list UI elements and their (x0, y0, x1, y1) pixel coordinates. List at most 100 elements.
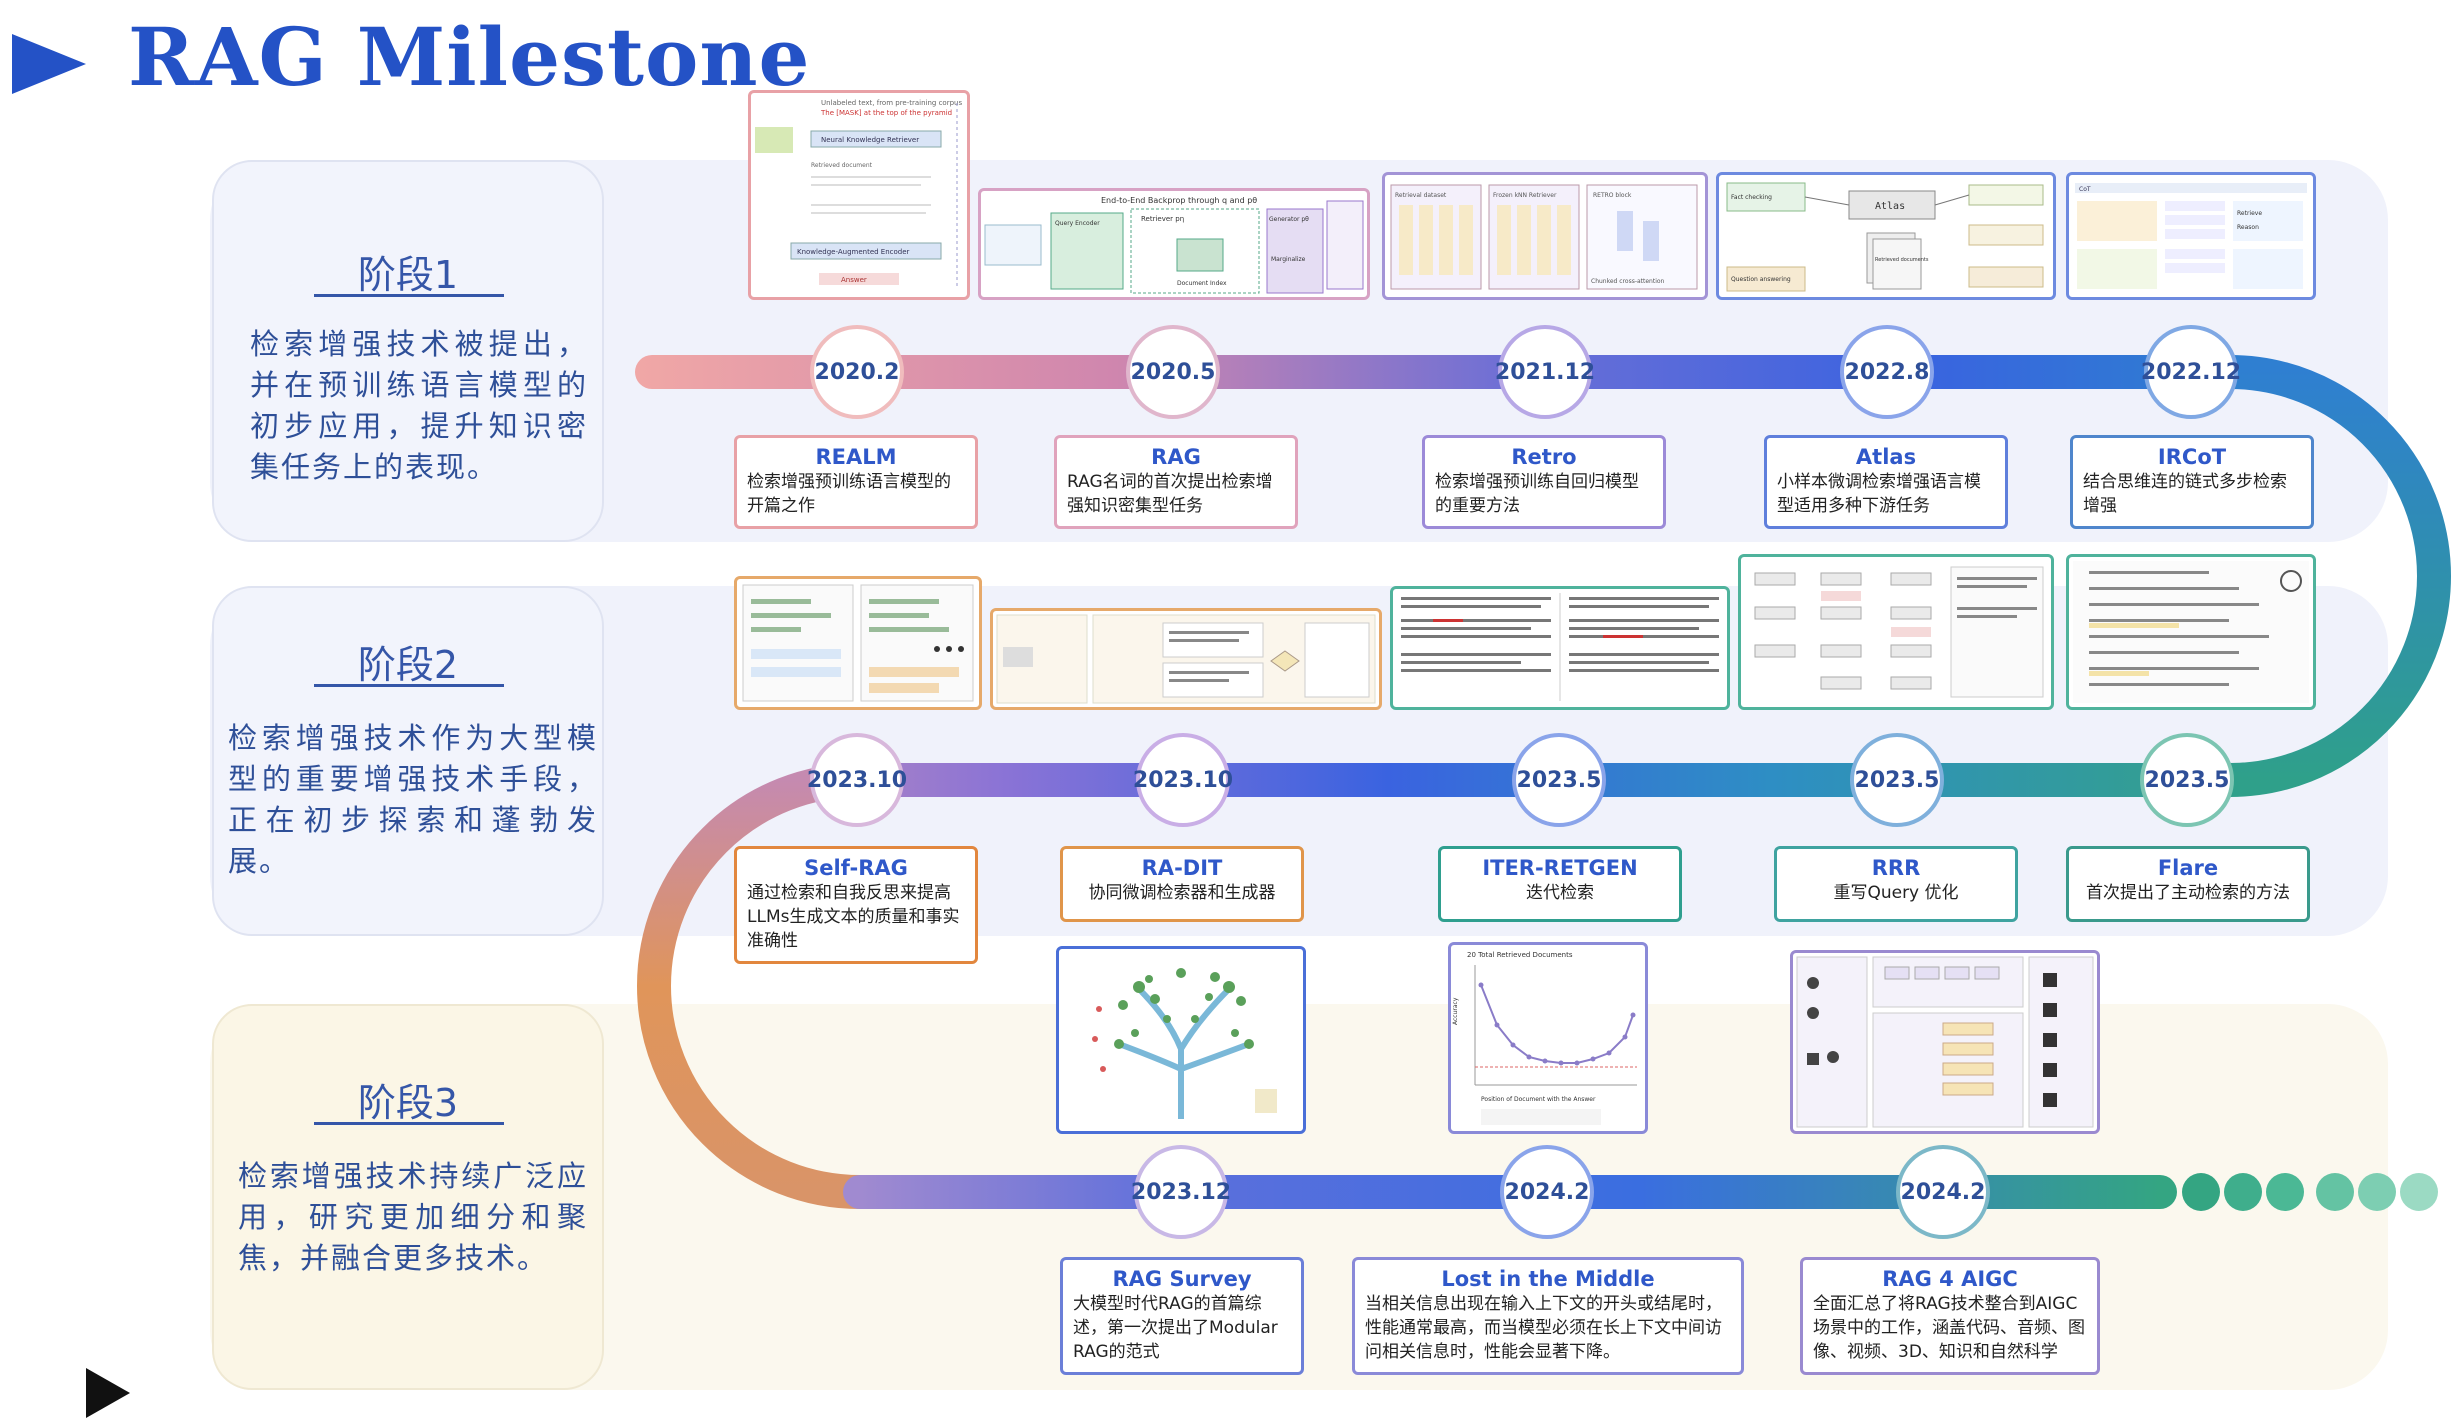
radit-figure (990, 608, 1382, 710)
atlas-fig-text: Retrieved documents (1875, 257, 1929, 263)
stage1-underline (314, 294, 504, 297)
milestone-name: RAG Survey (1112, 1267, 1252, 1291)
date-circle-retro: 2021.12 (1495, 325, 1595, 419)
stage3-underline (314, 1122, 504, 1125)
realm-figure: Unlabeled text, from pre-training corpus… (748, 90, 970, 300)
milestone-desc: 首次提出了主动检索的方法 (2086, 883, 2290, 903)
milestone-name: Atlas (1855, 445, 1917, 469)
atlas-fig-text: Atlas (1875, 201, 1905, 212)
lost-fig-text: 20 Total Retrieved Documents (1467, 951, 1573, 959)
date-circle-rag-survey: 2023.12 (1131, 1145, 1231, 1239)
milestone-label-ircot: IRCoT 结合思维连的链式多步检索增强 (2070, 435, 2314, 529)
iter-retgen-figure (1390, 586, 1730, 710)
milestone-name: IRCoT (2157, 445, 2227, 469)
date-circle-radit: 2023.10 (1133, 733, 1233, 827)
milestone-name: RA-DIT (1141, 856, 1223, 880)
selfrag-figure (734, 576, 982, 710)
milestone-desc: 大模型时代RAG的首篇综述，第一次提出了Modular RAG的范式 (1073, 1294, 1278, 1362)
milestone-label-flare: Flare 首次提出了主动检索的方法 (2066, 846, 2310, 922)
rag-fig-text: Retriever pη (1141, 215, 1184, 223)
flare-figure (2066, 554, 2316, 710)
milestone-name: Retro (1511, 445, 1577, 469)
atlas-figure: Fact checking Question answering Atlas R… (1716, 172, 2056, 300)
milestone-label-retro: Retro 检索增强预训练自回归模型的重要方法 (1422, 435, 1666, 529)
rag4aigc-figure (1790, 950, 2100, 1134)
rag-fig-text: Document Index (1177, 280, 1227, 287)
rag-fig-text: Generator pθ (1269, 216, 1309, 223)
milestone-desc: 检索增强预训练语言模型的开篇之作 (747, 472, 951, 516)
ircot-figure: CoT Retrieve Reason (2066, 172, 2316, 300)
milestone-desc: 协同微调检索器和生成器 (1088, 883, 1276, 903)
date-circle-atlas: 2022.8 (1840, 325, 1934, 419)
continuation-dot (2400, 1173, 2438, 1211)
milestone-desc: RAG名词的首次提出检索增强知识密集型任务 (1067, 472, 1273, 516)
retro-fig-text: Frozen kNN Retriever (1493, 192, 1557, 199)
milestone-label-realm: REALM 检索增强预训练语言模型的开篇之作 (734, 435, 978, 529)
milestone-desc: 迭代检索 (1526, 883, 1594, 903)
play-arrow-icon (12, 34, 86, 94)
realm-fig-text: Unlabeled text, from pre-training corpus (821, 99, 962, 107)
retro-fig-text: Chunked cross-attention (1591, 278, 1665, 285)
continuation-dot (2266, 1173, 2304, 1211)
milestone-name: Lost in the Middle (1441, 1267, 1655, 1291)
realm-fig-text: Knowledge-Augmented Encoder (797, 248, 910, 256)
stage3-box: 阶段3 检索增强技术持续广泛应用，研究更加细分和聚焦，并融合更多技术。 (212, 1004, 604, 1390)
milestone-desc: 重写Query 优化 (1833, 883, 1959, 903)
milestone-label-rag4aigc: RAG 4 AIGC 全面汇总了将RAG技术整合到AIGC场景中的工作，涵盖代码… (1800, 1257, 2100, 1375)
realm-fig-text: Answer (841, 276, 867, 284)
milestone-desc: 通过检索和自我反思来提高LLMs生成文本的质量和事实准确性 (747, 883, 960, 951)
atlas-fig-text: Fact checking (1731, 194, 1772, 201)
rag-figure: End-to-End Backprop through q and pθ Que… (978, 188, 1370, 300)
retro-figure: Retrieval dataset Frozen kNN Retriever R… (1382, 172, 1708, 300)
date-circle-realm: 2020.2 (810, 325, 904, 419)
milestone-label-iter-retgen: ITER-RETGEN 迭代检索 (1438, 846, 1682, 922)
rag-survey-figure (1056, 946, 1306, 1134)
date-circle-flare: 2023.5 (2140, 733, 2234, 827)
milestone-desc: 当相关信息出现在输入上下文的开头或结尾时，性能通常最高，而当模型必须在长上下文中… (1365, 1294, 1722, 1362)
stage2-box: 阶段2 检索增强技术作为大型模型的重要增强技术手段，正在初步探索和蓬勃发展。 (212, 586, 604, 936)
stage3-description: 检索增强技术持续广泛应用，研究更加细分和聚焦，并融合更多技术。 (238, 1159, 588, 1275)
realm-fig-text: The [MASK] at the top of the pyramid (820, 109, 952, 117)
play-button-icon[interactable] (86, 1368, 130, 1418)
milestone-label-rrr: RRR 重写Query 优化 (1774, 846, 2018, 922)
stage2-underline (314, 684, 504, 687)
milestone-name: Flare (2157, 856, 2219, 880)
milestone-label-atlas: Atlas 小样本微调检索增强语言模型适用多种下游任务 (1764, 435, 2008, 529)
realm-fig-text: Retrieved document (811, 162, 873, 169)
milestone-desc: 检索增强预训练自回归模型的重要方法 (1435, 472, 1639, 516)
stage1-description: 检索增强技术被提出，并在预训练语言模型的初步应用，提升知识密集任务上的表现。 (250, 327, 588, 484)
continuation-dot (2182, 1173, 2220, 1211)
rag-fig-text: Query Encoder (1055, 220, 1100, 227)
milestone-name: ITER-RETGEN (1482, 856, 1638, 880)
continuation-dot (2358, 1173, 2396, 1211)
lost-fig-text: Position of Document with the Answer (1481, 1096, 1596, 1103)
milestone-desc: 全面汇总了将RAG技术整合到AIGC场景中的工作，涵盖代码、音频、图像、视频、3… (1813, 1294, 2085, 1362)
stage1-title: 阶段1 (357, 253, 459, 297)
lost-in-middle-figure: 20 Total Retrieved Documents Accuracy Po… (1448, 942, 1648, 1134)
continuation-dot (2316, 1173, 2354, 1211)
date-circle-iter-retgen: 2023.5 (1512, 733, 1606, 827)
ircot-fig-text: Reason (2237, 224, 2259, 231)
rag-fig-text: Marginalize (1271, 256, 1306, 263)
milestone-label-lost-in-middle: Lost in the Middle 当相关信息出现在输入上下文的开头或结尾时，… (1352, 1257, 1744, 1375)
milestone-desc: 小样本微调检索增强语言模型适用多种下游任务 (1777, 472, 1981, 516)
milestone-name: Self-RAG (804, 856, 908, 880)
date-circle-rag: 2020.5 (1126, 325, 1220, 419)
lost-fig-text: Accuracy (1452, 997, 1459, 1025)
stage3-title: 阶段3 (357, 1081, 459, 1125)
milestone-name: RAG 4 AIGC (1882, 1267, 2018, 1291)
ircot-fig-text: Retrieve (2237, 210, 2262, 217)
milestone-label-rag-survey: RAG Survey 大模型时代RAG的首篇综述，第一次提出了Modular R… (1060, 1257, 1304, 1375)
retro-fig-text: Retrieval dataset (1395, 192, 1447, 199)
milestone-label-radit: RA-DIT 协同微调检索器和生成器 (1060, 846, 1304, 922)
milestone-desc: 结合思维连的链式多步检索增强 (2083, 472, 2287, 516)
atlas-fig-text: Question answering (1731, 276, 1791, 283)
stage1-box: 阶段1 检索增强技术被提出，并在预训练语言模型的初步应用，提升知识密集任务上的表… (212, 160, 604, 542)
stage2-title: 阶段2 (357, 643, 459, 687)
date-circle-ircot: 2022.12 (2141, 325, 2241, 419)
rag-fig-text: End-to-End Backprop through q and pθ (1101, 196, 1257, 205)
milestone-name: RAG (1151, 445, 1201, 469)
milestone-name: RRR (1871, 856, 1921, 880)
realm-fig-text: Neural Knowledge Retriever (821, 136, 919, 144)
ircot-fig-text: CoT (2079, 186, 2091, 193)
